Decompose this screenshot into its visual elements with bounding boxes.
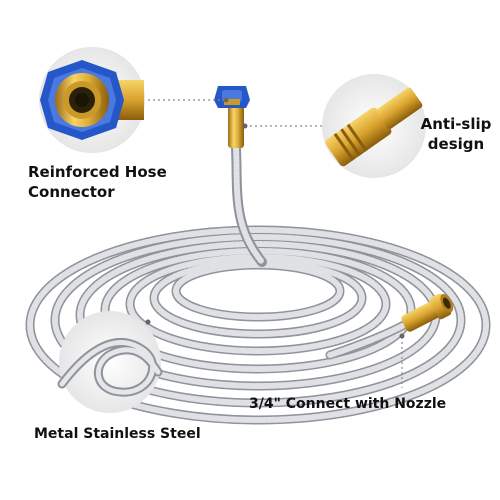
nozzle-fitting [401, 293, 454, 332]
callout-dot-connector [223, 97, 229, 103]
zoom-antislip [322, 74, 426, 178]
callout-dot-antislip [242, 123, 248, 129]
callout-label-nozzle: 3/4" Connect with Nozzle [249, 396, 447, 412]
callout-connector-line1: Reinforced Hose [28, 163, 167, 181]
callout-dot-nozzle [399, 333, 405, 339]
callout-antislip-line1: Anti-slip [420, 115, 492, 133]
zoom-connector [39, 47, 145, 153]
callout-antislip-line2: design [427, 135, 485, 153]
top-connector [214, 86, 250, 148]
callout-label-connector: Reinforced Hose Connector [28, 162, 228, 202]
zoom-steel [57, 311, 163, 413]
callout-label-steel: Metal Stainless Steel [34, 426, 201, 442]
callout-connector-line2: Connector [28, 183, 115, 201]
callout-label-antislip: Anti-slip design [418, 114, 494, 154]
callout-dot-steel [145, 319, 151, 325]
